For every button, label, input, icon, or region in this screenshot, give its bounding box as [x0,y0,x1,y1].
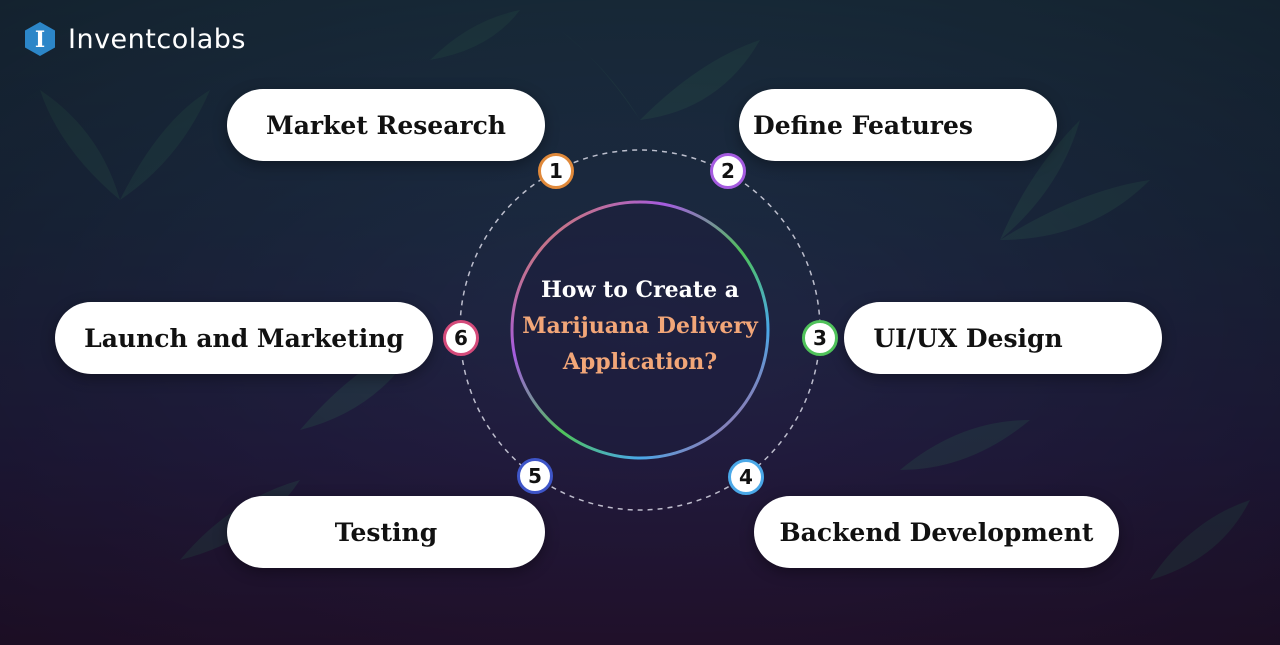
step-pill-define-features: Define Features [739,89,1057,161]
center-title-line-2: Marijuana Delivery [510,308,770,344]
step-pill-backend-development: Backend Development [754,496,1119,568]
step-label: Launch and Marketing [84,324,404,353]
brand-logo[interactable]: I Inventcolabs [22,18,246,60]
step-number-badge-6: 6 [443,320,479,356]
step-pill-market-research: Market Research [227,89,545,161]
step-pill-testing: Testing [227,496,545,568]
step-number-badge-4: 4 [728,459,764,495]
step-label: Define Features [753,111,973,140]
step-number-badge-1: 1 [538,153,574,189]
hexagon-logo-icon: I [22,21,58,57]
step-number-badge-3: 3 [802,320,838,356]
brand-name: Inventcolabs [68,24,246,55]
center-title-line-1: How to Create a [510,272,770,308]
step-label: Market Research [266,111,506,140]
step-pill-ui-ux-design: UI/UX Design [844,302,1162,374]
center-title-line-3: Application? [510,344,770,380]
step-number-badge-2: 2 [710,153,746,189]
step-label: Backend Development [780,518,1094,547]
svg-text:I: I [35,27,45,53]
step-number-badge-5: 5 [517,458,553,494]
step-label: UI/UX Design [873,324,1062,353]
center-title: How to Create a Marijuana Delivery Appli… [510,272,770,380]
step-label: Testing [335,518,437,547]
step-pill-launch-and-marketing: Launch and Marketing [55,302,433,374]
